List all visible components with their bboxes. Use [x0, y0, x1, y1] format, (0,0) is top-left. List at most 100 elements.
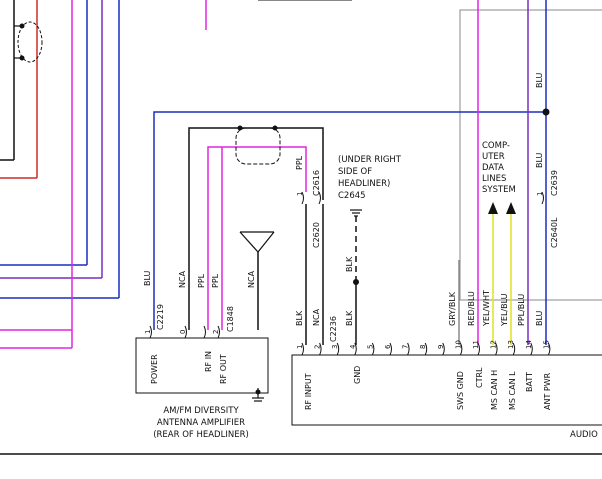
wire-label-ppl-blu: PPL/BLU [517, 294, 526, 326]
ground-note-line-1: (UNDER RIGHT [338, 155, 402, 165]
audio-pin-mark [407, 342, 410, 356]
wire-label-nca-rf: NCA [178, 270, 187, 288]
ground-note-line-2: SIDE OF [338, 167, 372, 177]
amplifier-name-line-1: AM/FM DIVERSITY [163, 406, 239, 416]
wire-label-blk-rf-input: BLK [295, 310, 304, 326]
wire-label-nca-antenna: NCA [247, 270, 256, 288]
wire-label-ppl-rf-in: PPL [197, 273, 206, 288]
audio-label-gnd: GND [353, 366, 362, 384]
connector-label-c2219: C2219 [156, 304, 165, 330]
audio-label-rf-input: RF INPUT [304, 373, 313, 410]
connector-c2616 [301, 191, 321, 205]
audio-pin-mark [547, 342, 551, 356]
shield-splice-dot-2 [272, 125, 278, 131]
audio-pin-number: 7 [402, 345, 410, 349]
audio-pin-mark [495, 342, 498, 356]
shield-splice-dot-1 [237, 125, 243, 131]
audio-pin-mark [512, 342, 516, 356]
splice-pin-2: 1 [536, 192, 544, 196]
amp-pin-connectors [149, 325, 220, 339]
audio-unit-name: AUDIO [570, 430, 598, 440]
wire-label-blk-ground-lower: BLK [345, 310, 354, 326]
audio-pin-number: 15 [542, 340, 550, 349]
wire-label-blu-power: BLU [143, 270, 152, 286]
ms-can-l-arrow [506, 202, 516, 214]
connector-label-c2620: C2620 [312, 222, 321, 248]
ground-c2645 [350, 209, 362, 345]
wire-label-blu-mid: BLU [535, 152, 544, 168]
amplifier-name-line-3: (REAR OF HEADLINER) [153, 430, 249, 440]
audio-pin-number: 3 [331, 345, 339, 349]
audio-pin-number: 1 [296, 345, 304, 349]
wire-label-ppl-rf-out: PPL [211, 273, 220, 288]
audio-unit-box [291, 354, 602, 426]
connector-label-c1848: C1848 [226, 306, 235, 332]
connector-label-c2616: C2616 [312, 170, 321, 196]
audio-pin-number: 9 [437, 345, 445, 349]
audio-pin-mark [354, 342, 357, 356]
audio-pin-mark [301, 342, 304, 356]
audio-pin-number: 12 [490, 340, 498, 349]
connector-label-c2640l: C2640L [550, 217, 559, 248]
ms-can-h-arrow [488, 202, 498, 214]
connector-c2639 [541, 191, 544, 205]
audio-pin-number: 14 [525, 340, 533, 349]
data-lines-line-1: COMP- [482, 141, 510, 151]
rf-out-magenta-wire [207, 146, 307, 330]
data-lines-line-5: SYSTEM [482, 185, 516, 195]
audio-label-ms-can-h: MS CAN H [490, 370, 499, 410]
audio-label-ms-can-l: MS CAN L [508, 371, 517, 410]
audio-pin-mark [424, 342, 428, 356]
connector-label-c2639: C2639 [550, 170, 559, 196]
wire-label-blk-ground-upper: BLK [345, 256, 354, 272]
audio-pin-mark [477, 342, 480, 356]
amp-pin-1: 1 [144, 330, 152, 334]
audio-pin-number: 2 [314, 345, 322, 349]
amp-label-rf-out: RF OUT [219, 354, 228, 384]
antenna-amplifier-box [135, 337, 269, 394]
splice-pin-1: 1 [296, 192, 304, 196]
left-wire-bundle [0, 0, 207, 349]
amp-pin-0: 0 [179, 330, 187, 334]
audio-pin-number: 8 [419, 345, 427, 349]
audio-label-sws-gnd: SWS GND [456, 371, 465, 410]
wire-label-blu-ant: BLU [535, 310, 544, 326]
power-blue-wire [153, 111, 546, 330]
wire-label-gry-blk: GRY/BLK [448, 291, 457, 326]
power-splice-dot [542, 108, 550, 116]
data-lines-line-4: LINES [482, 174, 506, 184]
audio-label-ant-pwr: ANT PWR [543, 372, 552, 410]
amp-pin-2: 2 [212, 330, 220, 334]
connector-label-c2645: C2645 [338, 191, 366, 201]
audio-pin-number: 13 [507, 340, 515, 349]
audio-pin-mark [371, 342, 375, 356]
audio-pin-mark [389, 342, 392, 356]
wire-label-yel-blu: YEL/BLU [500, 293, 509, 327]
wire-label-red-blu: RED/BLU [467, 291, 476, 326]
audio-pin-number: 11 [472, 340, 480, 349]
wire-label-nca-rf-input: NCA [312, 308, 321, 326]
amp-label-rf-in: RF IN [204, 351, 213, 372]
audio-pin-mark [336, 342, 340, 356]
wire-label-yel-wht: YEL/WHT [482, 290, 491, 327]
amplifier-ground [252, 388, 264, 402]
audio-label-ctrl: CTRL [475, 367, 484, 388]
audio-label-batt: BATT [525, 372, 534, 392]
data-lines-line-3: DATA [482, 163, 504, 173]
audio-pin-mark [459, 342, 463, 356]
audio-pin-number: 10 [454, 340, 462, 349]
top-right-frame [459, 9, 602, 301]
amp-label-power: POWER [150, 354, 159, 384]
antenna-symbol [239, 231, 275, 253]
audio-pin-number: 4 [349, 344, 357, 349]
amplifier-name-line-2: ANTENNA AMPLIFIER [157, 418, 245, 428]
audio-pin-mark [530, 342, 533, 356]
data-lines-line-2: UTER [482, 152, 505, 162]
wire-label-ppl-upper: PPL [295, 155, 304, 170]
ground-note-line-3: HEADLINER) [338, 179, 390, 189]
audio-pin-number: 5 [366, 345, 374, 349]
connector-label-c2236: C2236 [329, 316, 338, 342]
wire-label-blu-top: BLU [535, 72, 544, 88]
